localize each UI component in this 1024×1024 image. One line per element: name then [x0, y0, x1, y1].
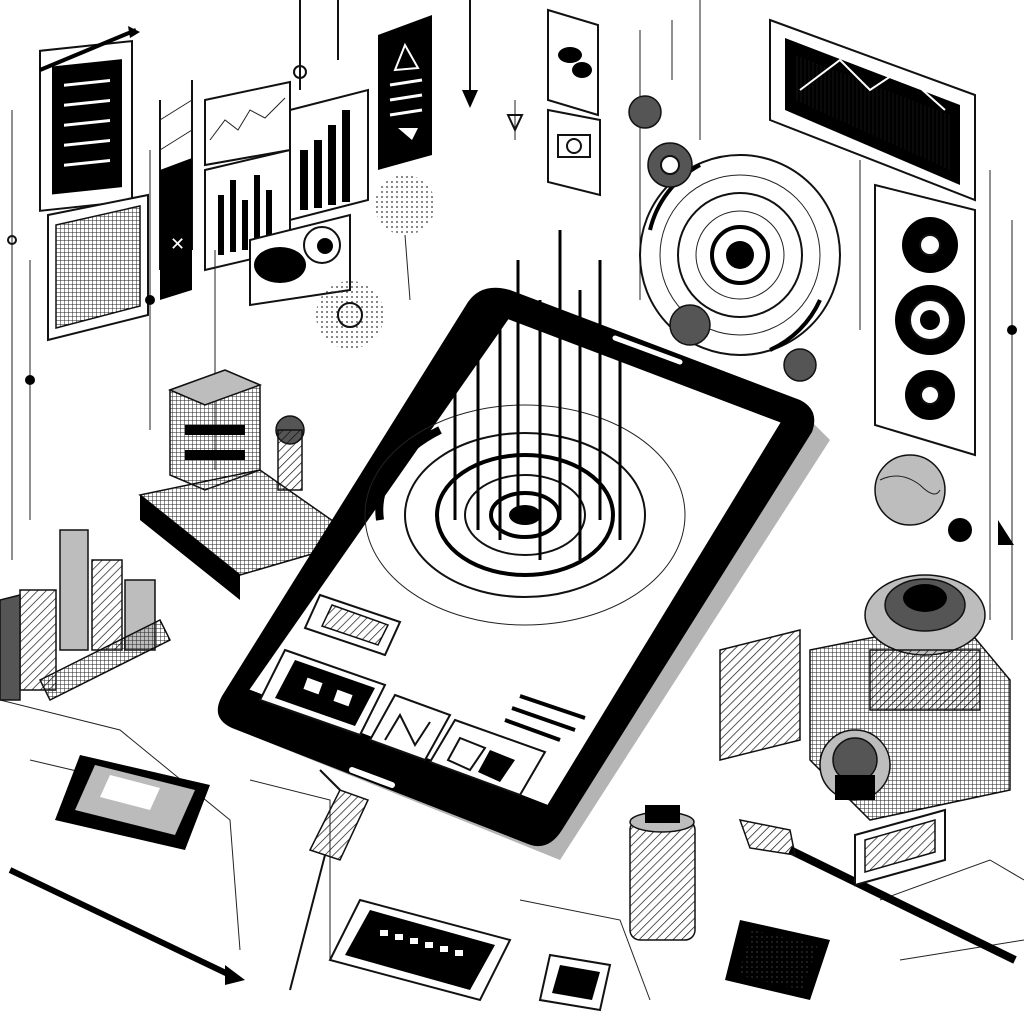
- server-stack-icon: [167, 369, 305, 491]
- screen-text-lines: [504, 694, 586, 742]
- chip-icon: [538, 953, 612, 1012]
- tablet-icon: [217, 230, 830, 860]
- right-gears: [895, 217, 965, 420]
- maze-diagram-panel: [47, 193, 149, 342]
- dandelion-scribbles: [316, 175, 435, 349]
- handheld-device-icon: [55, 755, 210, 850]
- monitor-panel: [769, 18, 976, 202]
- camera-lens-icon: [719, 574, 1011, 821]
- menu-card: [378, 15, 432, 170]
- checklist-panel: [39, 26, 140, 212]
- battery-jar-icon: [629, 805, 696, 941]
- x-icon-card: ✕: [160, 158, 192, 300]
- cartridge-icon: [854, 808, 946, 887]
- eye-blob-panel: [249, 213, 351, 307]
- radar-target-icon: [639, 154, 841, 356]
- icon-card-top: [547, 8, 599, 117]
- camera-icon-card: [547, 108, 601, 197]
- keypad-device-icon: [328, 898, 512, 1002]
- screen-chart-card: [368, 693, 452, 762]
- screen-icon-row: [428, 718, 547, 797]
- stylus-pen-icon: [8, 867, 245, 985]
- hanging-wires: [7, 0, 1017, 640]
- globe-icon: [874, 454, 1014, 545]
- cable-plug-icon: [289, 769, 370, 991]
- gear-icon: [628, 95, 817, 382]
- screen-widget-card: [303, 593, 402, 657]
- bar-chart-panel-2: [289, 88, 369, 222]
- left-city-blocks: [0, 529, 172, 702]
- screen-wires: [453, 230, 622, 560]
- svg-text:✕: ✕: [170, 234, 185, 255]
- stylus-right-icon: [738, 819, 1017, 964]
- screen-gallery-card: [258, 648, 387, 737]
- line-chart-panel: [204, 80, 291, 167]
- display-plate-icon: [725, 920, 830, 1000]
